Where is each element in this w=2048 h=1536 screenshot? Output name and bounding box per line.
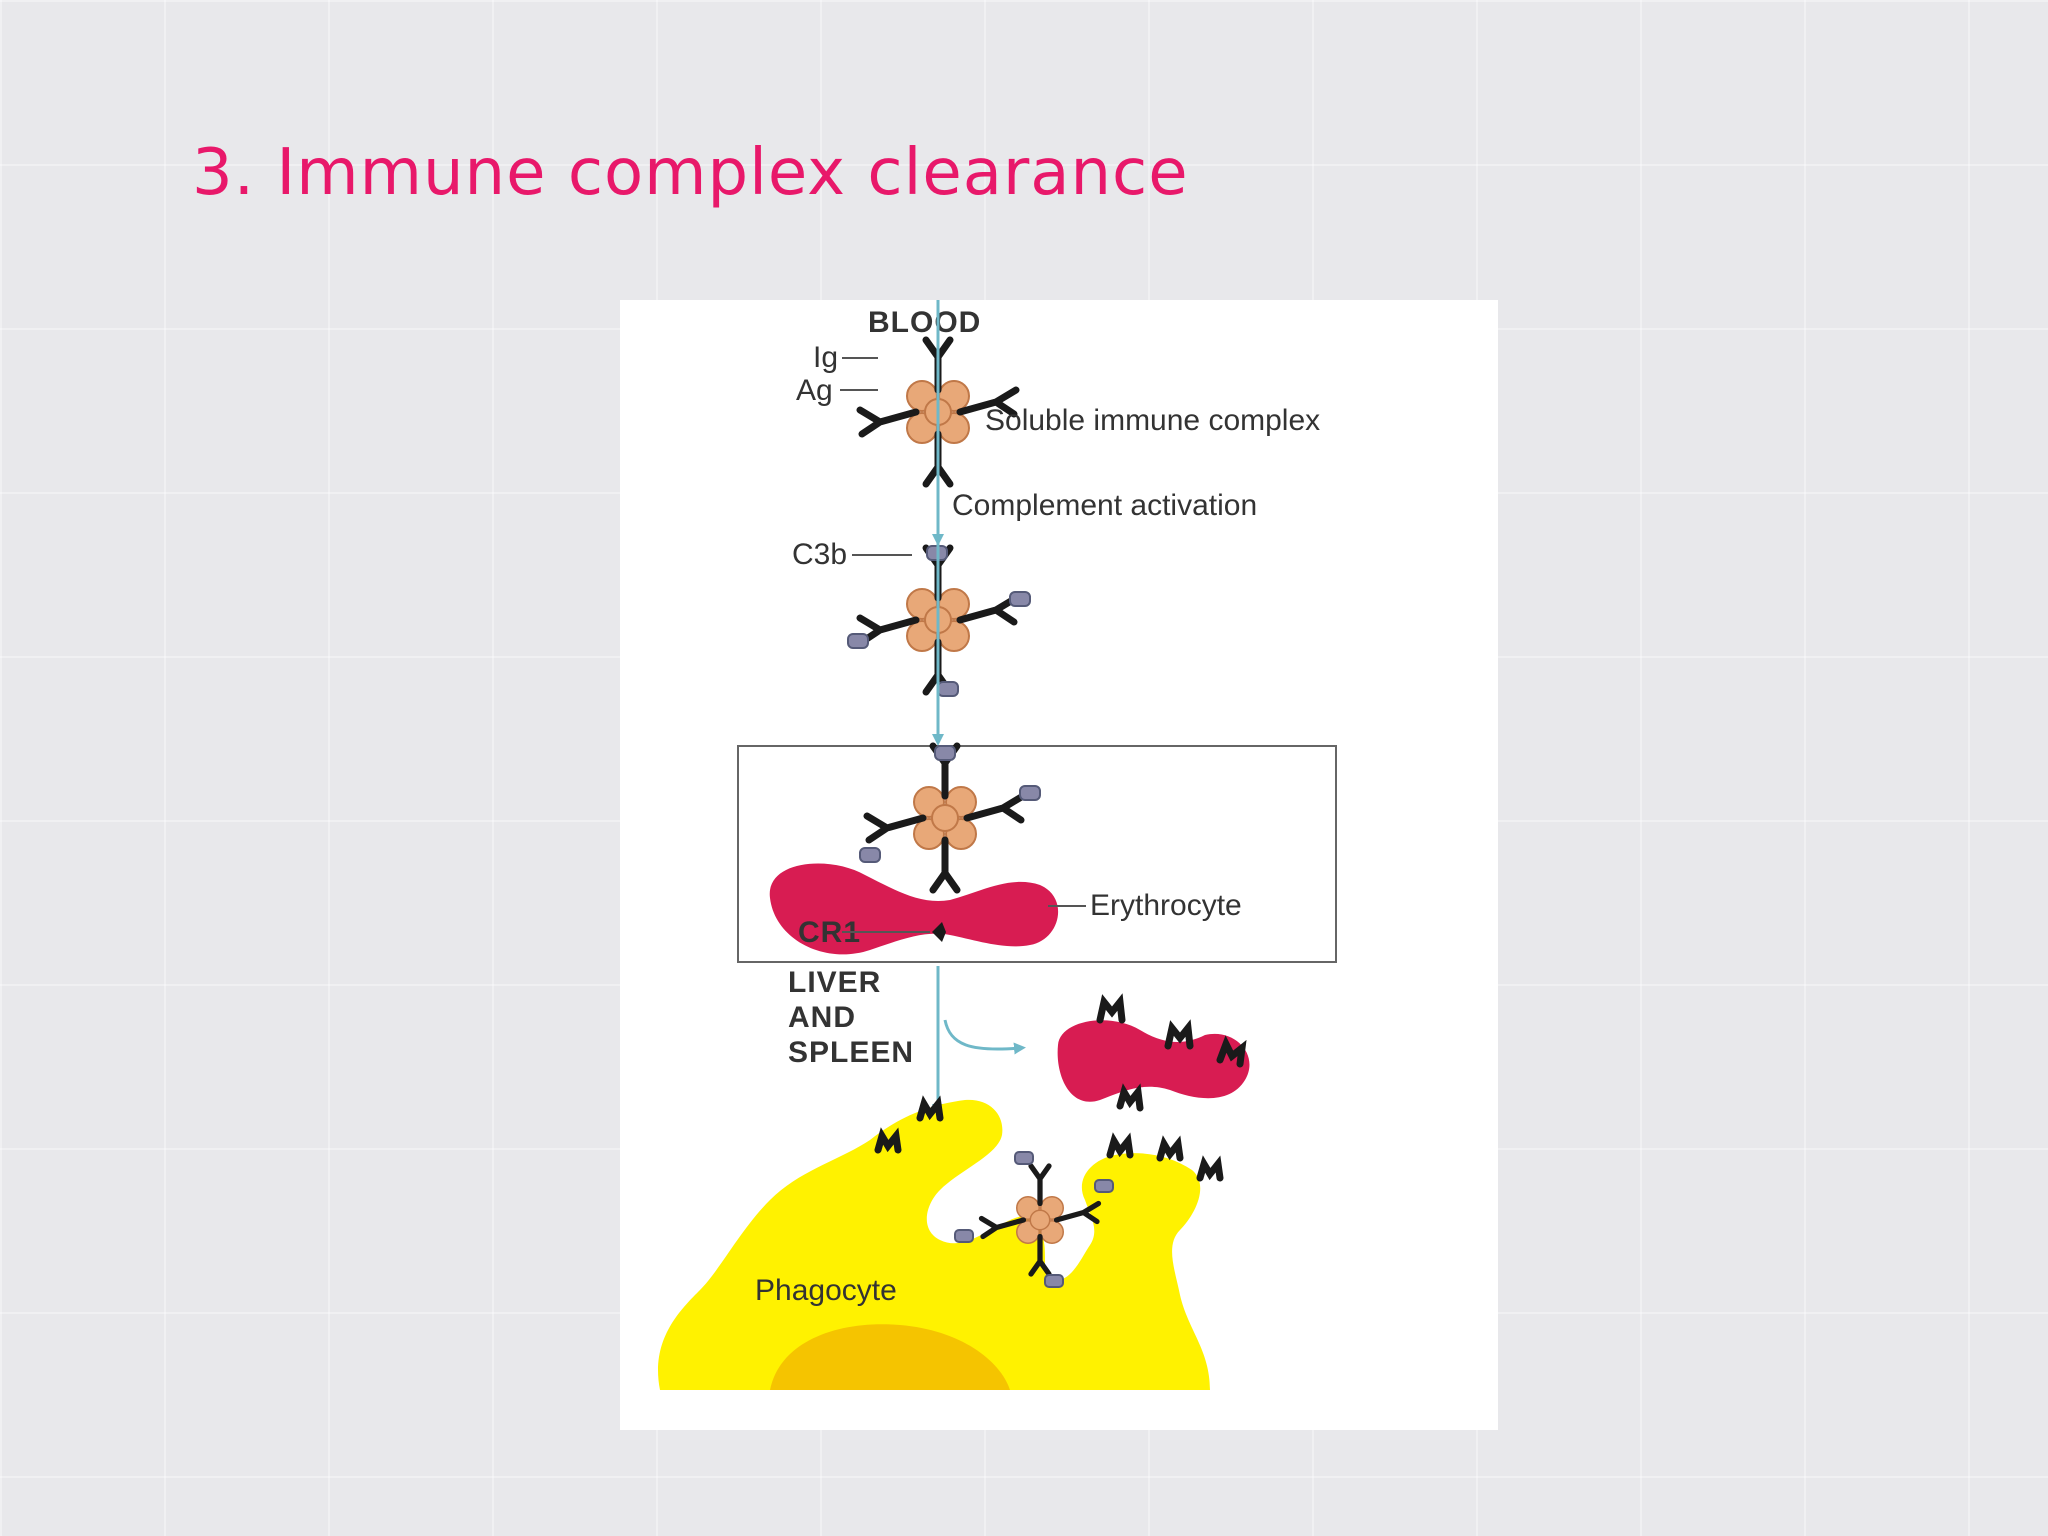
engulfed-immune-complex: [954, 1151, 1114, 1288]
label-ig: Ig: [813, 341, 838, 374]
arrow-erythrocyte-released: [943, 1019, 1026, 1055]
label-phagocyte: Phagocyte: [755, 1274, 897, 1307]
label-blood: BLOOD: [868, 306, 981, 339]
erythrocyte-bound-complex: [859, 746, 1041, 890]
phagocyte: [658, 1099, 1210, 1390]
label-spleen: SPLEEN: [788, 1036, 914, 1069]
label-ag: Ag: [796, 374, 833, 407]
label-c3b: C3b: [792, 538, 847, 571]
c3b-coated-complex: [847, 546, 1031, 697]
released-erythrocyte: [1057, 1020, 1250, 1102]
diagram-panel: BLOOD Ig Ag Soluble immune complex Compl…: [620, 300, 1498, 1430]
label-soluble-immune-complex: Soluble immune complex: [985, 404, 1320, 437]
erythrocyte: [769, 863, 1059, 955]
erythrocyte-binding-box: [737, 745, 1337, 963]
label-complement-activation: Complement activation: [952, 489, 1257, 522]
phagocyte-nucleus: [770, 1324, 1010, 1390]
label-liver: LIVER: [788, 966, 881, 999]
label-erythrocyte: Erythrocyte: [1090, 889, 1242, 922]
phagocyte-receptors: [874, 1095, 1224, 1182]
slide-title: 3. Immune complex clearance: [192, 136, 1189, 210]
cr1-receptor: [932, 922, 946, 942]
label-and: AND: [788, 1001, 856, 1034]
